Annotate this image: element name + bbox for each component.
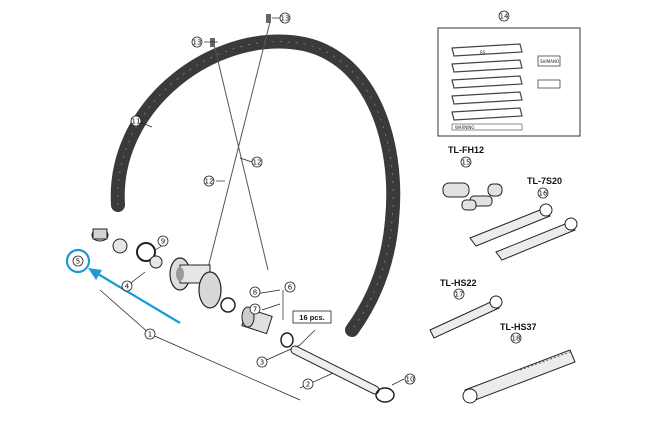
svg-text:8: 8: [253, 289, 257, 297]
tool-tl-hs22: [429, 295, 503, 339]
callout-17: 17: [453, 288, 465, 300]
nipples: [210, 14, 271, 47]
svg-text:15: 15: [462, 159, 471, 167]
end-caps-and-bearings: [91, 228, 395, 403]
tool-tl-fh12: [442, 182, 503, 211]
callout-4: 4: [121, 280, 133, 292]
callout-badges: 1 2 3 4 5 6 7 8: [72, 10, 549, 390]
svg-text:17: 17: [455, 291, 464, 299]
quantity-box: 16 pcs.: [292, 310, 332, 324]
callout-15: 15: [460, 156, 472, 168]
svg-text:18: 18: [512, 335, 521, 343]
svg-text:12: 12: [205, 178, 214, 186]
tool-tl-hs37: [462, 349, 576, 404]
highlight-arrow: [65, 248, 181, 324]
callout-16: 16: [537, 187, 549, 199]
callout-13-right: 13: [279, 12, 291, 24]
svg-text:12: 12: [253, 159, 262, 167]
svg-text:7: 7: [253, 306, 257, 314]
svg-text:4: 4: [125, 283, 130, 291]
svg-text:14: 14: [500, 13, 509, 21]
callout-8: 8: [249, 286, 261, 298]
callout-6: 6: [284, 281, 296, 293]
quantity-label: 16 pcs.: [299, 313, 324, 322]
callout-3: 3: [256, 356, 268, 368]
decal-logo: RS: [480, 50, 486, 55]
label-tl-fh12: TL-FH12: [448, 145, 484, 155]
callout-10: 10: [404, 373, 416, 385]
decal-warning: WARNING: [455, 125, 475, 130]
svg-text:3: 3: [260, 359, 264, 367]
spokes: [207, 21, 271, 271]
callout-11: 11: [130, 115, 142, 127]
callout-1: 1: [144, 328, 156, 340]
label-tl-hs37: TL-HS37: [500, 322, 537, 332]
svg-text:2: 2: [306, 381, 310, 389]
label-tl-hs22: TL-HS22: [440, 278, 477, 288]
callout-7: 7: [249, 303, 261, 315]
callout-18: 18: [510, 332, 522, 344]
svg-text:6: 6: [288, 284, 293, 292]
svg-text:13: 13: [193, 39, 202, 47]
decal-brand: SHIMANO: [540, 59, 559, 64]
svg-text:16: 16: [539, 190, 548, 198]
svg-text:9: 9: [161, 238, 165, 246]
rim: [110, 34, 401, 337]
callout-2: 2: [302, 378, 314, 390]
decal-sheet: RS SHIMANO WARNING: [437, 27, 581, 137]
callout-12-lower: 12: [203, 175, 215, 187]
tool-tl-7s20: [469, 203, 578, 261]
callout-9: 9: [157, 235, 169, 247]
axle: [290, 345, 380, 395]
svg-text:1: 1: [148, 331, 152, 339]
svg-text:11: 11: [132, 118, 141, 126]
callout-5: 5: [72, 255, 84, 267]
callout-12-upper: 12: [251, 156, 263, 168]
label-tl-7s20: TL-7S20: [527, 176, 562, 186]
svg-text:10: 10: [406, 376, 415, 384]
hub-body: [169, 257, 222, 309]
callout-13-left: 13: [191, 36, 203, 48]
callout-14: 14: [498, 10, 510, 22]
svg-text:13: 13: [281, 15, 290, 23]
highlight-circle: [65, 248, 91, 274]
svg-text:5: 5: [76, 258, 80, 266]
